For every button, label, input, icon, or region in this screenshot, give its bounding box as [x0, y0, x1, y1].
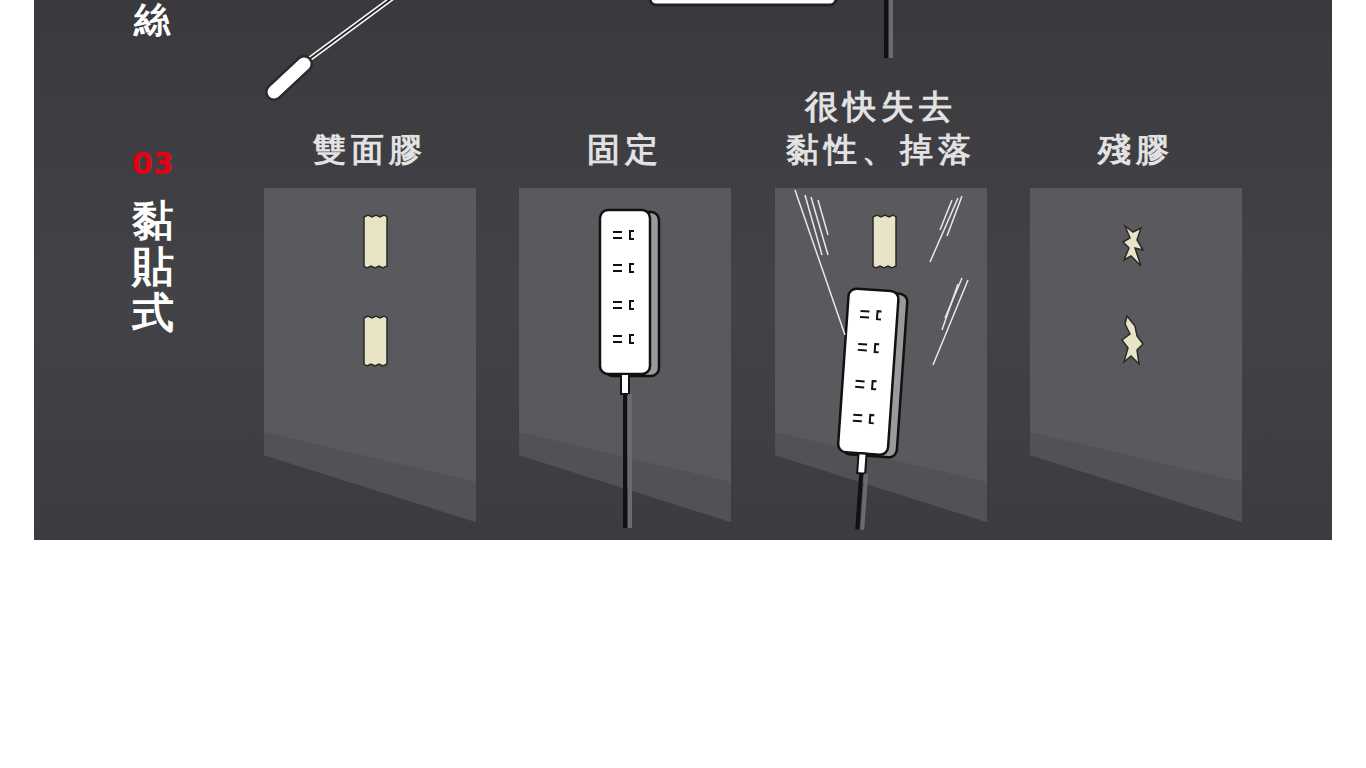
- wall-panel: 固定: [519, 188, 731, 522]
- power-strip: [832, 288, 908, 532]
- wall-panel-shape: [264, 188, 476, 522]
- motion-line: [945, 278, 962, 318]
- wall-shade: [775, 432, 987, 522]
- wall-panel-shape: [519, 188, 731, 522]
- wall-panel: 很快失去 黏性、掉落: [775, 188, 987, 522]
- box-edge: [650, 0, 836, 5]
- cord-shadow: [889, 0, 893, 58]
- double-sided-tape: [364, 215, 387, 268]
- motion-line: [818, 200, 828, 235]
- motion-line: [942, 284, 958, 330]
- double-sided-tape: [873, 215, 896, 268]
- motion-line: [805, 195, 822, 255]
- column-heading: 雙面膠: [230, 129, 510, 172]
- wall-panel-shape: [1030, 188, 1242, 522]
- wall-shade: [264, 432, 476, 522]
- wall-shade: [1030, 432, 1242, 522]
- motion-line: [930, 198, 958, 262]
- row-title: 黏貼式: [132, 198, 174, 337]
- column-heading: 殘膠: [996, 129, 1276, 172]
- wall-surface: [1030, 188, 1242, 522]
- wall-shade: [519, 432, 731, 522]
- motion-line: [933, 280, 968, 365]
- wall-panel: 殘膠: [1030, 188, 1242, 522]
- wall-panel: 雙面膠: [264, 188, 476, 522]
- wall-panel-shape: [775, 188, 987, 522]
- row-title-fragment: 絲: [134, 0, 170, 40]
- glue-residue: [1122, 316, 1143, 364]
- cord: [884, 0, 888, 58]
- double-sided-tape: [364, 316, 387, 366]
- screwdriver: [274, 0, 395, 92]
- motion-line: [811, 197, 828, 255]
- power-strip: [600, 210, 659, 528]
- wall-surface: [775, 188, 987, 522]
- column-heading: 很快失去 黏性、掉落: [741, 86, 1021, 172]
- motion-line: [947, 196, 962, 236]
- motion-line: [795, 190, 845, 335]
- glue-residue: [1123, 226, 1143, 266]
- wall-surface: [264, 188, 476, 522]
- column-heading: 固定: [485, 129, 765, 172]
- wall-surface: [519, 188, 731, 522]
- row-number: 03: [132, 146, 174, 181]
- motion-line: [940, 200, 952, 230]
